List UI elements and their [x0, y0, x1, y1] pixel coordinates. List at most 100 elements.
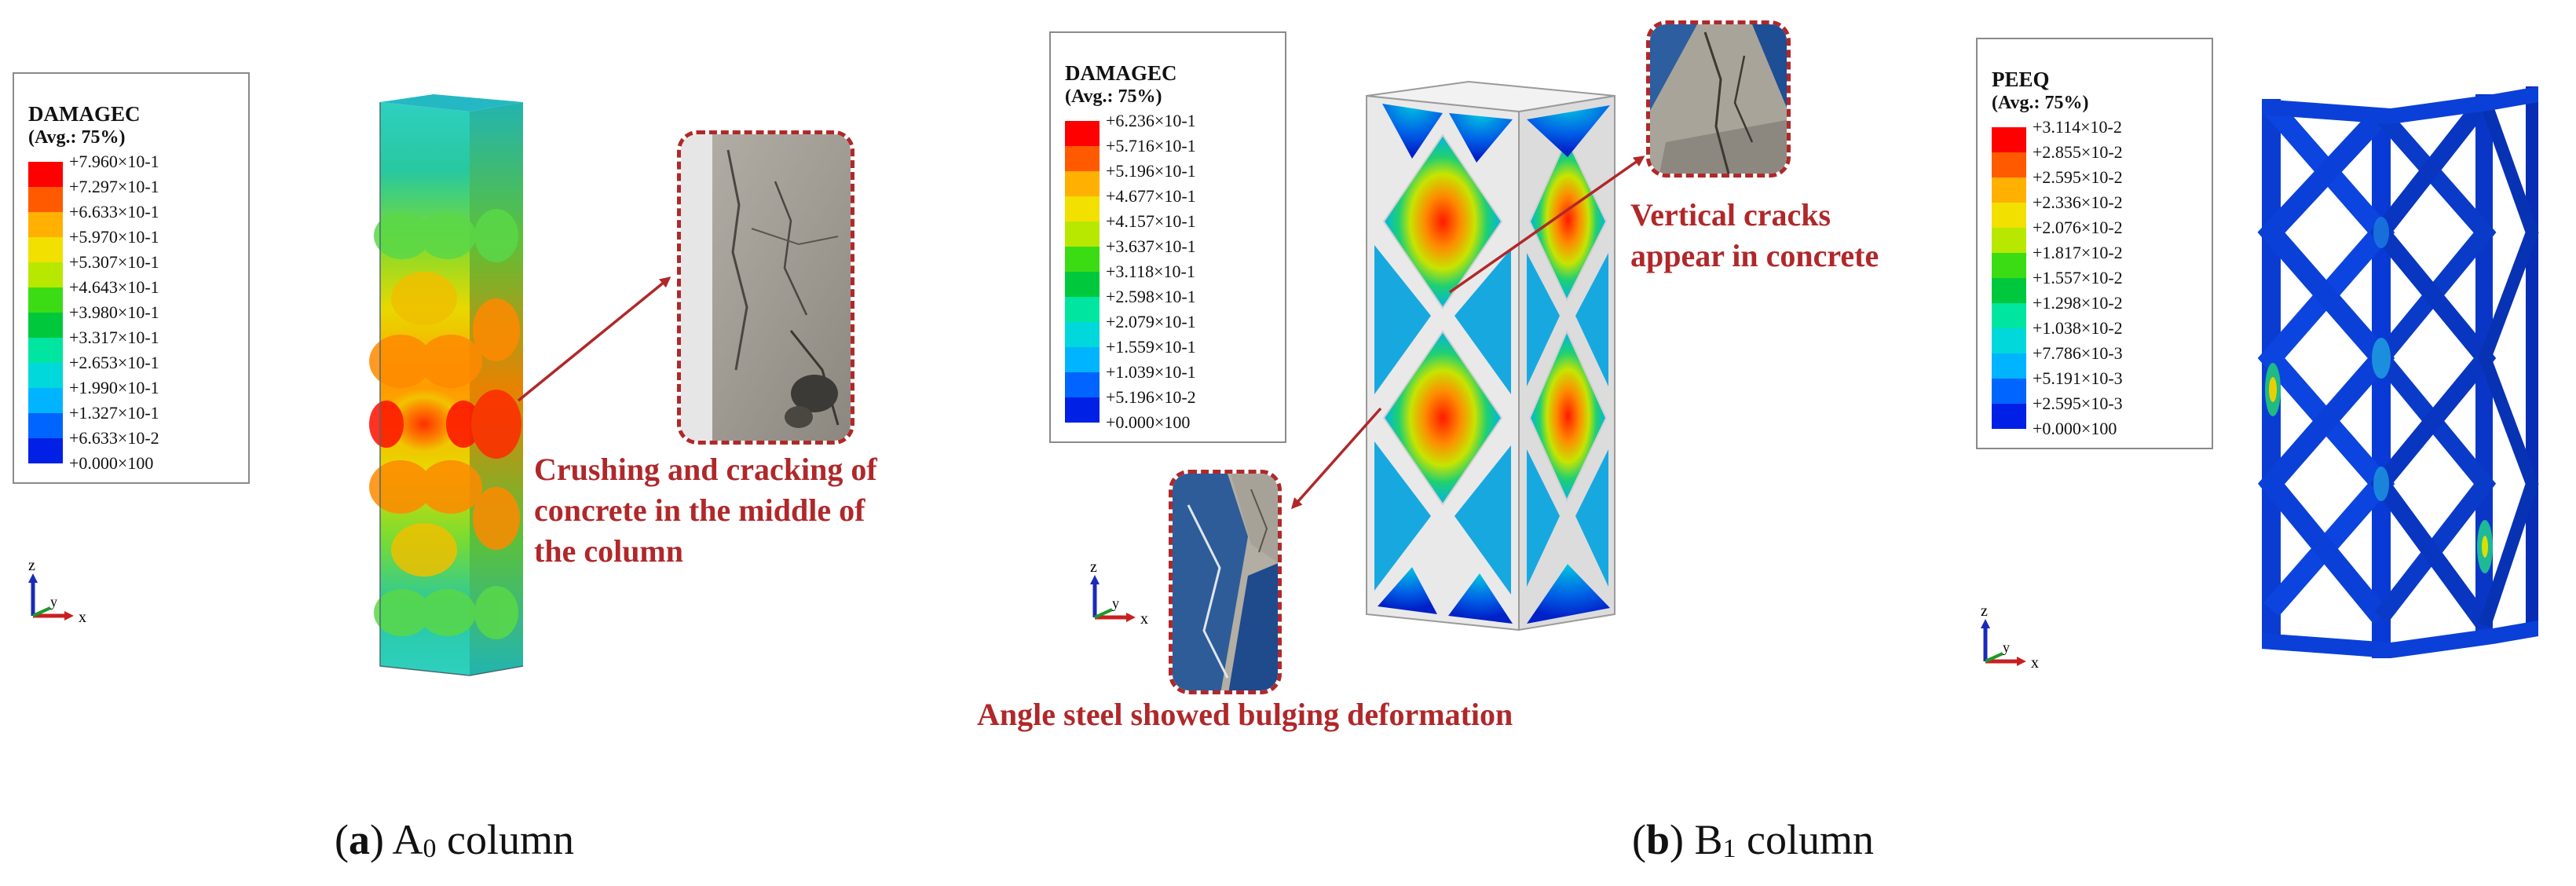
photo-b1-angle-steel-bulging: [1169, 470, 1282, 694]
legend-swatch: [1992, 253, 2026, 278]
legend-value: +2.598×10-1: [1106, 287, 1196, 306]
axis-label-z: z: [1981, 605, 1988, 620]
legend-swatch: [1992, 152, 2026, 178]
legend-swatch: [28, 413, 63, 438]
axis-label-z: z: [1090, 561, 1097, 576]
legend-value: +0.000×100: [69, 453, 154, 473]
legend-swatch: [1065, 372, 1100, 397]
axis-label-y: y: [1112, 595, 1119, 611]
legend-value: +5.307×10-1: [69, 252, 159, 272]
callout-b1-vertical-cracks: Vertical cracks appear in concrete: [1630, 197, 1879, 273]
column-a0-fe-model: [369, 94, 524, 676]
legend-swatch: [1065, 322, 1100, 347]
axis-triad-c: z y x: [1981, 605, 2039, 672]
legend-value: +7.786×10-3: [2033, 343, 2123, 363]
legend-swatch: [28, 237, 63, 262]
legend-swatch: [1992, 228, 2026, 253]
legend-swatch: [28, 313, 63, 338]
legend-swatch: [1992, 178, 2026, 203]
callout-a0-crushing: Crushing and cracking of concrete in the…: [534, 452, 877, 569]
caption-b: (b) B1 column: [1632, 816, 1875, 863]
legend-value: +6.236×10-1: [1106, 111, 1196, 130]
legend-value: +2.855×10-2: [2033, 142, 2123, 162]
legend-value: +1.817×10-2: [2033, 243, 2123, 262]
legend-swatch: [1065, 146, 1100, 171]
arrow-b1-bottom: [1291, 407, 1382, 510]
legend-value: +2.076×10-2: [2033, 218, 2123, 237]
legend-value: +6.633×10-2: [69, 428, 159, 448]
axis-label-x: x: [2031, 654, 2039, 672]
legend-value: +4.157×10-1: [1106, 211, 1196, 231]
legend-swatch: [1992, 404, 2026, 429]
column-b1-fe-model: [1366, 80, 1615, 632]
legend-swatch: [1992, 127, 2026, 152]
legend-swatch: [28, 187, 63, 212]
legend-value: +1.327×10-1: [69, 403, 159, 423]
legend-swatch: [1065, 397, 1100, 423]
legend-value: +3.317×10-1: [69, 328, 159, 347]
legend-swatch: [28, 388, 63, 413]
legend-value: +7.297×10-1: [69, 177, 159, 196]
legend-swatch: [28, 363, 63, 388]
legend-swatch: [1992, 278, 2026, 303]
legend-value: +1.039×10-1: [1106, 362, 1196, 382]
legend-value: +1.559×10-1: [1106, 337, 1196, 357]
legend-swatch: [1065, 171, 1100, 196]
axis-label-y: y: [2003, 639, 2010, 655]
legend-value: +5.970×10-1: [69, 227, 159, 247]
column-a0-damage-pattern: [369, 209, 521, 639]
legend-swatch: [28, 338, 63, 363]
legend-value: +3.980×10-1: [69, 302, 159, 322]
legend-title: PEEQ: [1992, 68, 2050, 91]
legend-swatch: [28, 262, 63, 287]
legend-swatch: [1065, 272, 1100, 297]
legend-title: DAMAGEC: [1065, 61, 1177, 85]
legend-value: +3.118×10-1: [1106, 262, 1195, 281]
legend-swatch: [1992, 353, 2026, 379]
legend-swatch: [28, 212, 63, 237]
legend-subtitle: (Avg.: 75%): [28, 127, 126, 148]
legend-value: +7.960×10-1: [69, 152, 159, 171]
axis-triad-b: z y x: [1090, 561, 1148, 628]
legend-peeq: PEEQ (Avg.: 75%) +3.114×10-2 +2.855×10-2 +…: [1976, 38, 2213, 449]
legend-value: +3.114×10-2: [2033, 117, 2122, 137]
axis-label-x: x: [1140, 610, 1148, 628]
legend-value: +1.990×10-1: [69, 378, 159, 397]
angle-steel-skeleton-model: [2257, 86, 2539, 658]
legend-damagec-b: DAMAGEC (Avg.: 75%) +6.236×10-1 +5.716×10…: [1049, 31, 1286, 443]
axis-label-y: y: [50, 594, 57, 610]
legend-value: +5.196×10-1: [1106, 161, 1196, 181]
legend-value: +0.000×100: [2033, 419, 2117, 438]
arrow-b1-top: [1448, 156, 1645, 294]
legend-value: +2.595×10-3: [2033, 394, 2123, 413]
column-b1-side-panels: [1527, 105, 1610, 624]
callout-b1-angle-steel: Angle steel showed bulging deformation: [977, 697, 1513, 732]
legend-value: +1.038×10-2: [2033, 318, 2123, 338]
arrow-a0: [517, 276, 671, 402]
legend-value: +0.000×100: [1106, 412, 1191, 432]
legend-value: +2.595×10-2: [2033, 167, 2123, 187]
photo-a0-crack: [677, 130, 854, 445]
legend-swatch: [1065, 247, 1100, 272]
axis-triad-a: z y x: [28, 559, 86, 626]
legend-damagec-a: DAMAGEC (Avg.: 75%) +7.960×10-1 +7.297×10…: [13, 72, 250, 484]
legend-value: +2.336×10-2: [2033, 192, 2123, 212]
legend-value: +5.716×10-1: [1106, 136, 1196, 156]
legend-swatch: [1992, 203, 2026, 228]
caption-a: (a) A0 column: [335, 816, 574, 863]
axis-label-z: z: [28, 559, 35, 574]
legend-value: +3.637×10-1: [1106, 236, 1196, 256]
legend-title: DAMAGEC: [28, 102, 141, 126]
legend-subtitle: (Avg.: 75%): [1065, 86, 1162, 107]
legend-swatch: [1992, 303, 2026, 328]
legend-value: +4.677×10-1: [1106, 186, 1196, 206]
legend-value: +6.633×10-1: [69, 202, 159, 222]
photo-b1-vertical-cracks: [1646, 20, 1791, 178]
legend-subtitle: (Avg.: 75%): [1992, 93, 2089, 113]
legend-swatch: [1065, 222, 1100, 247]
legend-swatch: [1065, 347, 1100, 372]
legend-value: +1.298×10-2: [2033, 293, 2123, 313]
legend-swatch: [28, 438, 63, 463]
